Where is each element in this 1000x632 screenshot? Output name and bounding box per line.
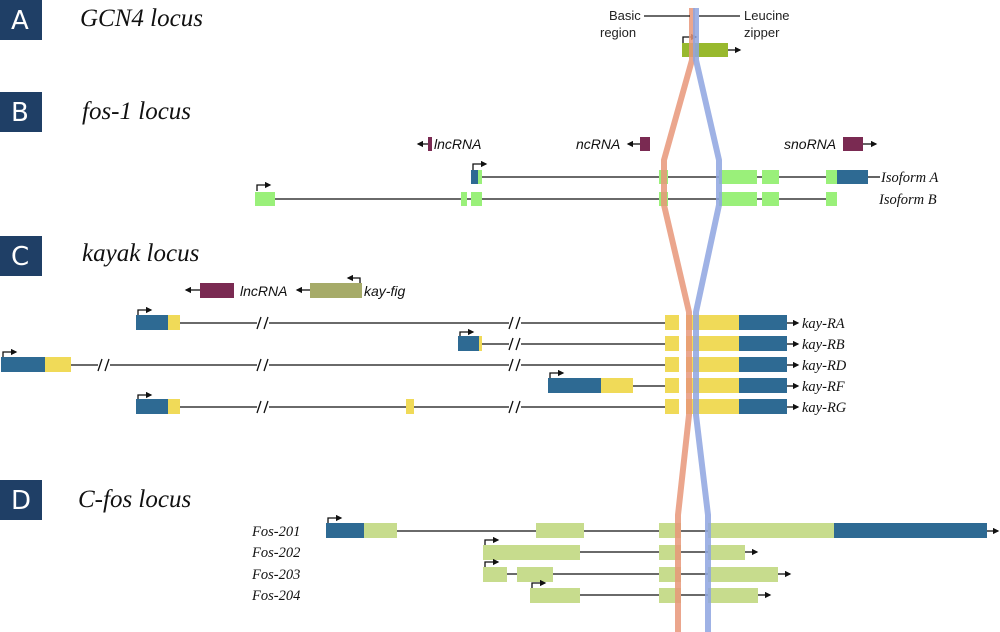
basic-region-label-line1: Basic — [609, 8, 641, 23]
fos1-snorna-block — [843, 137, 863, 151]
kayak-transcript-ra: kay-RA — [136, 306, 845, 332]
fos-201-label: Fos-201 — [251, 524, 300, 540]
kay-ra-label: kay-RA — [802, 316, 845, 332]
section-badge-d — [0, 480, 42, 520]
cfos-transcript-204: Fos-204 — [251, 579, 772, 604]
fos1-lncrna-label: lncRNA — [434, 136, 481, 152]
kayak-transcript-rf: kay-RF — [548, 369, 845, 395]
kayfig-label: kay-fig — [364, 283, 405, 299]
section-letter-c: C — [11, 242, 29, 272]
kay-rd-label: kay-RD — [802, 358, 847, 374]
leucine-zipper-label-line1: Leucine — [744, 8, 790, 23]
section-badge-b — [0, 92, 42, 132]
intron-break-marks — [97, 316, 521, 414]
fos1-lncrna-block — [428, 137, 432, 151]
section-letter-d: D — [11, 486, 31, 516]
section-title-c: kayak locus — [82, 240, 199, 267]
kayak-transcript-rg: kay-RG — [136, 391, 847, 416]
leucine-zipper-band — [693, 8, 722, 632]
section-badge-a — [0, 0, 42, 40]
fos1-isoform-a: Isoform A — [471, 160, 938, 186]
kayak-lncrna-label: lncRNA — [240, 283, 287, 299]
fos1-isoform-a-label: Isoform A — [880, 170, 938, 186]
basic-region-label-line2: region — [600, 25, 636, 40]
fos1-noncoding: lncRNA ncRNA snoRNA — [416, 136, 878, 152]
kay-rg-label: kay-RG — [802, 400, 847, 416]
fos1-ncrna-block — [640, 137, 650, 151]
section-letter-b: B — [11, 98, 29, 128]
domain-annotations: Basic region Leucine zipper — [600, 8, 790, 40]
section-a: A GCN4 locus — [0, 0, 203, 40]
fos-202-label: Fos-202 — [251, 545, 300, 561]
fos1-snorna-label: snoRNA — [784, 136, 836, 152]
section-b: B fos-1 locus — [0, 92, 191, 132]
fos-204-label: Fos-204 — [251, 588, 300, 604]
cfos-transcript-201: Fos-201 — [251, 514, 1000, 540]
fos1-ncrna-label: ncRNA — [576, 136, 620, 152]
kay-rb-label: kay-RB — [802, 337, 845, 353]
section-d: D C-fos locus — [0, 480, 191, 520]
kay-rf-label: kay-RF — [802, 379, 845, 395]
section-title-b: fos-1 locus — [82, 98, 191, 125]
section-c: C kayak locus — [0, 236, 199, 276]
section-badge-c — [0, 236, 42, 276]
kayfig-block — [310, 283, 362, 298]
kayak-noncoding: lncRNA kay-fig — [184, 274, 405, 299]
fos-203-label: Fos-203 — [251, 567, 300, 583]
kayak-transcript-rb: kay-RB — [458, 328, 845, 353]
section-letter-a: A — [11, 6, 29, 36]
fos1-isoform-b-label: Isoform B — [878, 192, 937, 208]
fos1-isoform-b: Isoform B — [255, 181, 937, 208]
leucine-zipper-label-line2: zipper — [744, 25, 780, 40]
gcn4-exon — [682, 43, 728, 57]
cfos-transcript-202: Fos-202 — [251, 536, 759, 561]
kayak-transcript-rd: kay-RD — [1, 348, 847, 374]
basic-region-band — [661, 8, 695, 632]
section-title-d: C-fos locus — [78, 486, 191, 513]
section-title-a: GCN4 locus — [80, 5, 203, 32]
kayak-lncrna-block — [200, 283, 234, 298]
